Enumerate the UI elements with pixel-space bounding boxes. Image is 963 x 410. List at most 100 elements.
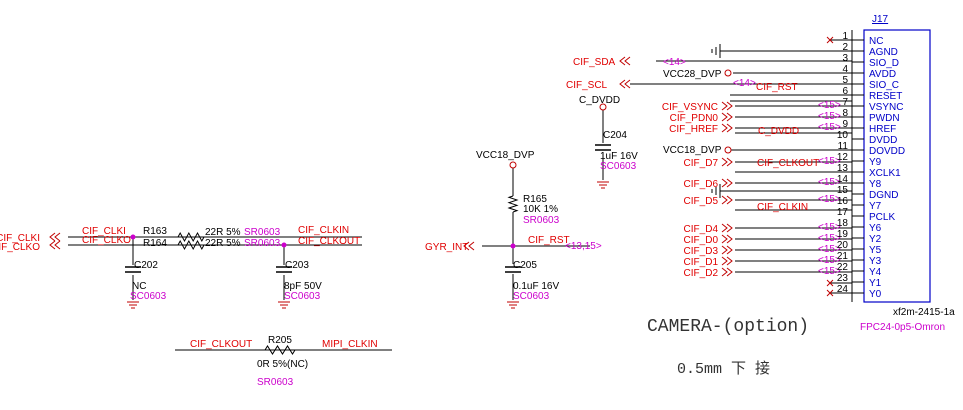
symbols [49, 36, 834, 355]
net-label: CIF_SCL [566, 80, 608, 91]
pin-name: Y7 [869, 201, 882, 212]
capacitor-symbol [276, 266, 292, 273]
net-label: CIF_D7 [684, 158, 719, 169]
pin-number: 8 [842, 108, 848, 119]
junction-dot [130, 234, 136, 240]
port-arrow [721, 195, 733, 205]
value-label: 0.1uF 16V [513, 281, 559, 292]
no-connect-mark [826, 36, 834, 44]
port-arrow [619, 56, 631, 66]
pin-number: 11 [838, 141, 849, 152]
no-connect-mark [826, 279, 834, 287]
pin-name: Y5 [869, 245, 882, 256]
net-label: CIF_D2 [684, 268, 719, 279]
pkg-label: SR0603 [244, 238, 281, 249]
value-label: 22R 5% [205, 227, 241, 238]
pin-number: 2 [842, 42, 848, 53]
net-label: CIF_D6 [684, 179, 719, 190]
net-label: VCC18_DVP [476, 150, 535, 161]
value-label: 0R 5%(NC) [257, 359, 308, 370]
net-label: CIF_HREF [669, 124, 718, 135]
net-label: CIF_D5 [684, 196, 719, 207]
net-label: CIF_CLKOUT [190, 339, 252, 350]
junction-dot [281, 242, 287, 248]
ref-label: C202 [134, 260, 158, 271]
value-label: 22R 5% [205, 238, 241, 249]
ref-label: C203 [285, 260, 309, 271]
net-label: VCC18_DVP [663, 145, 722, 156]
connector-footprint: FPC24-0p5-Omron [860, 322, 945, 333]
port-arrow [721, 223, 733, 233]
pkg-label: SR0603 [523, 215, 560, 226]
pin-number: 5 [842, 75, 848, 86]
labels: CIF_CLKICIF_CLKOCIF_CLKICIF_CLKOR163R164… [0, 57, 841, 388]
pin-name: DGND [869, 190, 898, 201]
port-arrow [721, 157, 733, 167]
pin-number: 13 [837, 163, 849, 174]
pin-number: 14 [837, 174, 849, 185]
value-label: 10K 1% [523, 204, 558, 215]
xref-label: <15> [818, 194, 841, 205]
resistor-symbol [177, 231, 205, 243]
pin-number: 24 [837, 284, 849, 295]
pin-number: 18 [837, 218, 849, 229]
xref-label: <15> [818, 122, 841, 133]
port-arrow [49, 240, 61, 250]
note-sub: 0.5mm 下 接 [677, 360, 770, 378]
junction-dot [510, 243, 516, 249]
port-arrow [721, 256, 733, 266]
port-arrow [49, 232, 61, 242]
net-label: CIF_VSYNC [662, 102, 718, 113]
connector-body [863, 29, 931, 303]
pin-name: RESET [869, 91, 902, 102]
pin-number: 10 [837, 130, 849, 141]
pin-name: VSYNC [869, 102, 903, 113]
pin-name: AVDD [869, 69, 896, 80]
pin-number: 7 [842, 97, 848, 108]
port-arrow [721, 267, 733, 277]
net-label: MIPI_CLKIN [322, 339, 378, 350]
pin-number: 9 [842, 119, 848, 130]
pin-name: Y1 [869, 278, 882, 289]
ref-label: R164 [143, 238, 167, 249]
port-label: CIF_CLKO [0, 242, 40, 253]
pin-number: 16 [837, 196, 849, 207]
pin-name: NC [869, 36, 883, 47]
pin-number: 17 [837, 207, 849, 218]
net-label: CIF_CLKO [82, 235, 131, 246]
value-label: NC [132, 281, 146, 292]
pin-name: Y0 [869, 289, 882, 300]
ground-symbol [278, 301, 290, 309]
net-label: CIF_SDA [573, 57, 616, 68]
pin-number: 23 [837, 273, 849, 284]
pkg-label: SC0603 [130, 291, 167, 302]
ref-label: C204 [603, 130, 627, 141]
pin-name: XCLK1 [869, 168, 901, 179]
no-connect-mark [826, 289, 834, 297]
pin-name: SIO_C [869, 80, 899, 91]
ref-label: R205 [268, 335, 292, 346]
pin-name: DOVDD [869, 146, 905, 157]
net-label: CIF_D0 [684, 235, 719, 246]
resistor-symbol [177, 239, 205, 251]
ground-symbol [597, 181, 609, 189]
pin-number: 12 [837, 152, 849, 163]
pin-number: 21 [837, 251, 849, 262]
xref-label: <15> [818, 244, 841, 255]
pkg-label: SC0603 [600, 161, 637, 172]
pin-name: DVDD [869, 135, 897, 146]
net-label: CIF_RST [756, 82, 798, 93]
pin-name: Y8 [869, 179, 882, 190]
port-arrow [721, 178, 733, 188]
net-label: CIF_CLKOUT [298, 236, 360, 247]
ground-symbol [127, 301, 139, 309]
pin-name: HREF [869, 124, 896, 135]
pin-name: Y2 [869, 234, 882, 245]
power-port [509, 161, 517, 169]
port-label: CIF_CLKI [0, 233, 40, 244]
port-arrow [721, 245, 733, 255]
power-port [724, 69, 732, 77]
net-label: VCC28_DVP [663, 69, 722, 80]
capacitor-symbol [125, 266, 141, 273]
net-label: CIF_CLKI [82, 226, 126, 237]
